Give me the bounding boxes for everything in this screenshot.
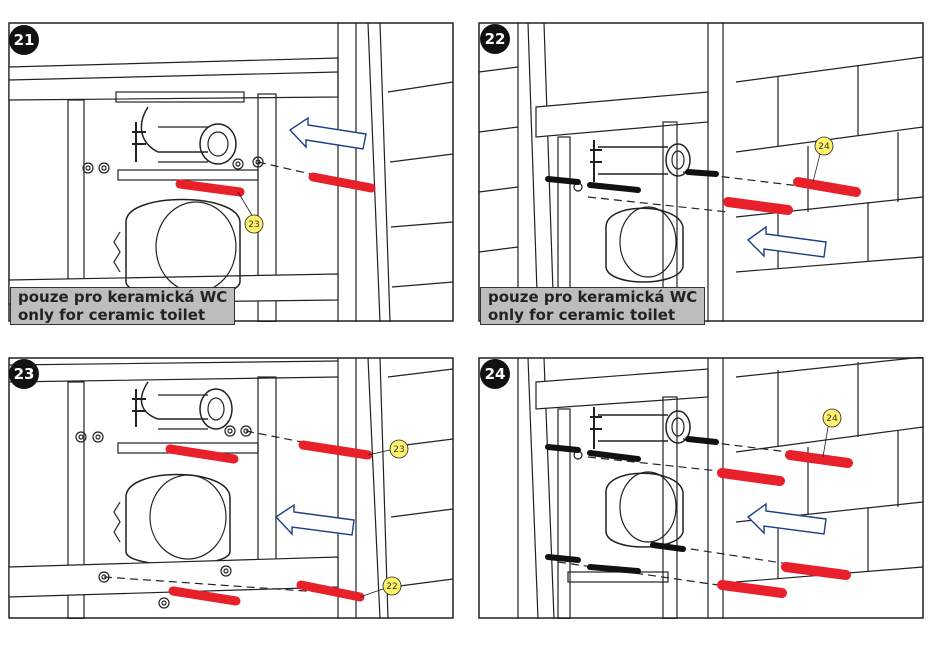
callout-22: 22 (386, 582, 397, 592)
rod (723, 197, 793, 215)
step-panel-21: 23 21 pouze pro keramická WC only for ce… (8, 22, 454, 325)
callout-24: 24 (818, 142, 830, 152)
callout-23: 23 (393, 445, 404, 455)
arrow-left-icon (274, 503, 355, 536)
step-panel-23: 23 22 23 (8, 357, 454, 657)
callout-24: 24 (826, 414, 838, 424)
rod (793, 177, 861, 197)
panel-23-drawing: 23 22 23 (8, 357, 454, 619)
rod (717, 580, 787, 598)
arrow-left-icon (746, 225, 827, 258)
rod (785, 450, 853, 468)
rod (296, 580, 365, 602)
panel-24-drawing: 24 24 (478, 357, 924, 619)
rod (168, 586, 241, 606)
ceramic-toilet-note: pouze pro keramická WC only for ceramic … (480, 287, 706, 325)
callout-23: 23 (248, 220, 259, 230)
rod (781, 562, 851, 580)
step-number: 22 (485, 30, 506, 48)
rod (165, 444, 239, 464)
arrow-left-icon (746, 502, 827, 535)
ceramic-toilet-note: pouze pro keramická WC only for ceramic … (10, 287, 236, 325)
panel-22-drawing: 24 22 (478, 22, 924, 322)
arrow-left-icon (288, 116, 367, 150)
step-number: 21 (14, 31, 35, 49)
rod (175, 179, 245, 197)
step-panel-24: 24 24 (478, 357, 924, 657)
step-number: 23 (14, 365, 35, 383)
rod (717, 468, 785, 486)
rod (298, 440, 373, 460)
panel-21-drawing: 23 21 (8, 22, 454, 322)
step-number: 24 (485, 365, 506, 383)
step-panel-22: 24 22 pouze pro keramická WC only for ce… (478, 22, 924, 325)
rod (308, 172, 376, 193)
